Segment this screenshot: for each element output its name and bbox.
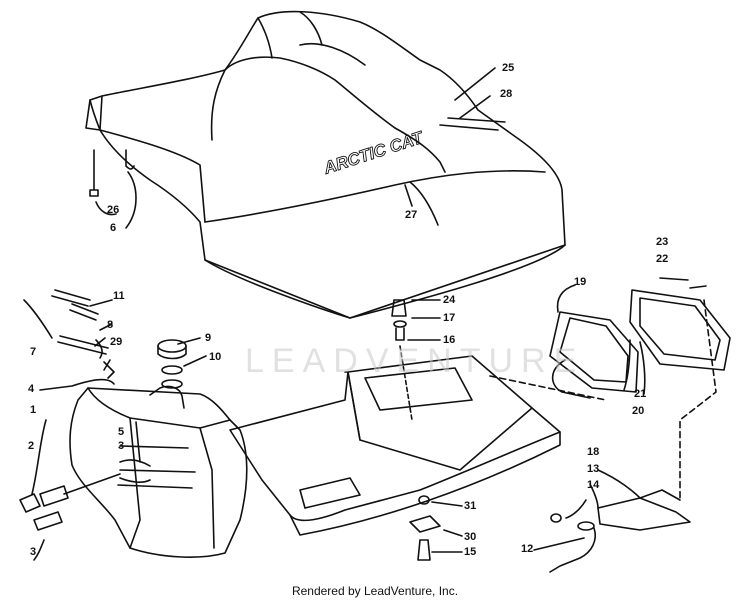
part-label-9: 9 [205,332,212,344]
part-label-6: 6 [110,222,117,234]
part-label-27: 27 [405,209,418,221]
part-label-29: 29 [110,336,123,348]
part-label-22: 22 [656,253,669,265]
seat-fasteners [89,149,137,229]
chassis-tray [229,355,561,536]
part-label-30: 30 [464,531,477,543]
part-label-1: 1 [30,404,37,416]
part-label-31: 31 [464,500,477,512]
part-label-14: 14 [587,479,600,491]
part-label-4: 4 [28,383,35,395]
part-label-8: 8 [107,319,114,331]
bracket-hardware [533,469,691,573]
bottom-hardware [409,495,463,561]
part-label-21: 21 [634,388,647,400]
part-label-3-lower: 3 [30,546,37,558]
part-label-25: 25 [502,62,515,74]
part-label-5: 5 [118,426,125,438]
fuel-fittings [19,419,151,561]
part-label-16: 16 [443,334,456,346]
part-label-23: 23 [656,236,669,248]
seat-assembly [85,10,566,319]
part-label-13: 13 [587,463,600,475]
fuel-line-hardware [23,289,115,391]
taillight-assembly [489,277,731,501]
part-label-17: 17 [443,312,456,324]
part-label-10: 10 [209,351,222,363]
footer-credit: Rendered by LeadVenture, Inc. [291,584,459,598]
grommet-stack [391,299,441,421]
part-label-2: 2 [28,440,35,452]
part-label-15: 15 [464,546,477,558]
part-label-12: 12 [521,543,534,555]
seat-logo: ARCTIC CAT [321,128,427,179]
watermark: LEADVENTURE [245,342,585,380]
part-label-24: 24 [443,294,456,306]
part-label-7: 7 [30,346,37,358]
part-label-26: 26 [107,204,120,216]
part-label-20: 20 [632,405,645,417]
part-label-18: 18 [587,446,600,458]
part-label-11: 11 [113,290,125,302]
fuel-tank [69,385,248,558]
part-label-3-upper: 3 [118,440,125,452]
part-label-28: 28 [500,88,513,100]
fuel-cap [157,337,207,389]
part-label-19: 19 [574,276,587,288]
